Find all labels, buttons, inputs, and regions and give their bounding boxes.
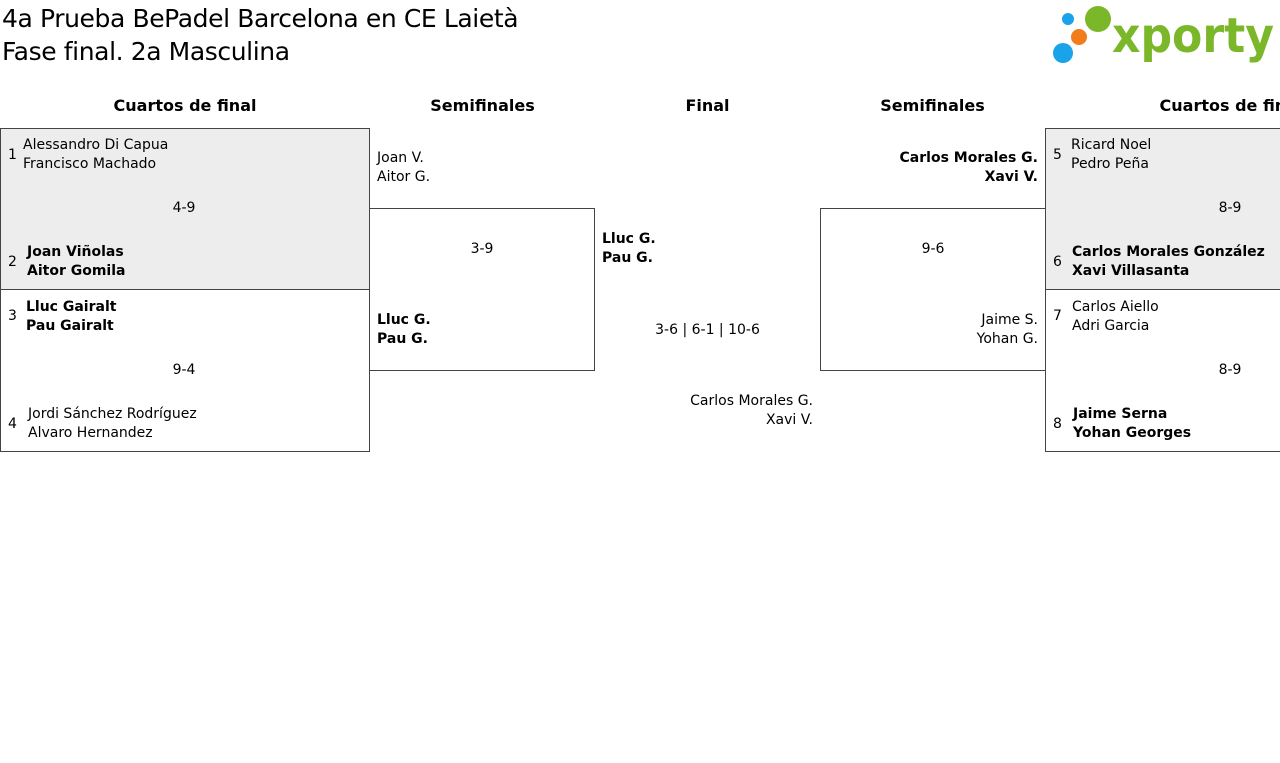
player-name: Yohan G. — [976, 331, 1038, 347]
match-score: 8-9 — [1218, 362, 1242, 378]
player-name: Lluc G. — [377, 312, 431, 328]
seed-number: 1 — [8, 147, 17, 163]
player-name: Alvaro Hernandez — [28, 425, 153, 441]
seed-number: 3 — [8, 308, 17, 324]
player-name: Carlos Morales G. — [899, 150, 1038, 166]
left-quarter-match-1[interactable] — [0, 128, 370, 290]
xporty-logo[interactable]: xporty — [1050, 3, 1276, 67]
team-entry[interactable]: Joan V. Aitor G. — [377, 149, 430, 187]
player-name: Lluc G. — [602, 231, 656, 247]
team-entry[interactable]: Carlos Morales G. Xavi V. — [690, 392, 813, 430]
player-name: Carlos Morales González — [1072, 244, 1265, 260]
right-quarter-match-1[interactable] — [1045, 128, 1280, 290]
team-entry-winner[interactable]: Carlos Morales González Xavi Villasanta — [1072, 243, 1265, 281]
player-name: Aitor G. — [377, 169, 431, 185]
match-score: 4-9 — [172, 200, 196, 216]
seed-number: 4 — [8, 416, 17, 432]
left-semifinal-match[interactable] — [369, 208, 595, 371]
round-header-final: Final — [685, 96, 730, 115]
final-score: 3-6 | 6-1 | 10-6 — [655, 322, 760, 338]
player-name: Alessandro Di Capua — [23, 137, 169, 153]
player-name: Lluc Gairalt — [26, 299, 117, 315]
logo-dot-blue-small — [1062, 13, 1074, 25]
team-entry-winner[interactable]: Lluc G. Pau G. — [377, 311, 431, 349]
team-entry-winner[interactable]: Joan Viñolas Aitor Gomila — [27, 243, 125, 281]
seed-number: 6 — [1053, 254, 1062, 270]
team-entry-winner[interactable]: Carlos Morales G. Xavi V. — [900, 149, 1038, 187]
player-name: Pau Gairalt — [26, 318, 114, 334]
right-quarter-match-2[interactable] — [1045, 289, 1280, 452]
match-score: 9-6 — [921, 241, 945, 257]
team-entry[interactable]: Jordi Sánchez Rodríguez Alvaro Hernandez — [28, 405, 197, 443]
round-header-right-semis: Semifinales — [880, 96, 985, 115]
player-name: Joan V. — [377, 150, 424, 166]
match-score: 9-4 — [172, 362, 196, 378]
team-entry[interactable]: Carlos Aiello Adri Garcia — [1072, 298, 1159, 336]
seed-number: 5 — [1053, 147, 1062, 163]
team-entry-winner[interactable]: Lluc G. Pau G. — [602, 230, 656, 268]
player-name: Adri Garcia — [1072, 318, 1150, 334]
team-entry[interactable]: Alessandro Di Capua Francisco Machado — [23, 136, 168, 174]
player-name: Xavi Villasanta — [1072, 263, 1190, 279]
seed-number: 2 — [8, 254, 17, 270]
round-header-right-quarters: Cuartos de final — [1159, 96, 1280, 115]
player-name: Ricard Noel — [1071, 137, 1152, 153]
phase-subtitle: Fase final. 2a Masculina — [2, 37, 290, 66]
player-name: Yohan Georges — [1073, 425, 1192, 441]
player-name: Jordi Sánchez Rodríguez — [28, 406, 197, 422]
seed-number: 8 — [1053, 416, 1062, 432]
match-score: 3-9 — [470, 241, 494, 257]
player-name: Joan Viñolas — [27, 244, 124, 260]
round-header-left-semis: Semifinales — [430, 96, 535, 115]
page-title: 4a Prueba BePadel Barcelona en CE Laietà… — [2, 2, 519, 68]
player-name: Pau G. — [377, 331, 428, 347]
player-name: Xavi V. — [984, 169, 1038, 185]
player-name: Carlos Morales G. — [690, 393, 813, 409]
player-name: Pau G. — [602, 250, 653, 266]
logo-dot-blue — [1053, 43, 1073, 63]
team-entry[interactable]: Ricard Noel Pedro Peña — [1071, 136, 1151, 174]
round-header-left-quarters: Cuartos de final — [113, 96, 257, 115]
player-name: Jaime Serna — [1073, 406, 1168, 422]
team-entry-winner[interactable]: Jaime Serna Yohan Georges — [1073, 405, 1191, 443]
logo-text: xporty — [1112, 8, 1274, 64]
team-entry[interactable]: Jaime S. Yohan G. — [977, 311, 1038, 349]
player-name: Pedro Peña — [1071, 156, 1149, 172]
team-entry-winner[interactable]: Lluc Gairalt Pau Gairalt — [26, 298, 116, 336]
player-name: Jaime S. — [981, 312, 1038, 328]
logo-dot-orange — [1071, 29, 1087, 45]
logo-dot-green — [1085, 6, 1111, 32]
seed-number: 7 — [1053, 308, 1062, 324]
player-name: Aitor Gomila — [27, 263, 126, 279]
player-name: Francisco Machado — [23, 156, 157, 172]
player-name: Carlos Aiello — [1072, 299, 1159, 315]
match-score: 8-9 — [1218, 200, 1242, 216]
player-name: Xavi V. — [765, 412, 813, 428]
tournament-title: 4a Prueba BePadel Barcelona en CE Laietà — [2, 4, 519, 33]
